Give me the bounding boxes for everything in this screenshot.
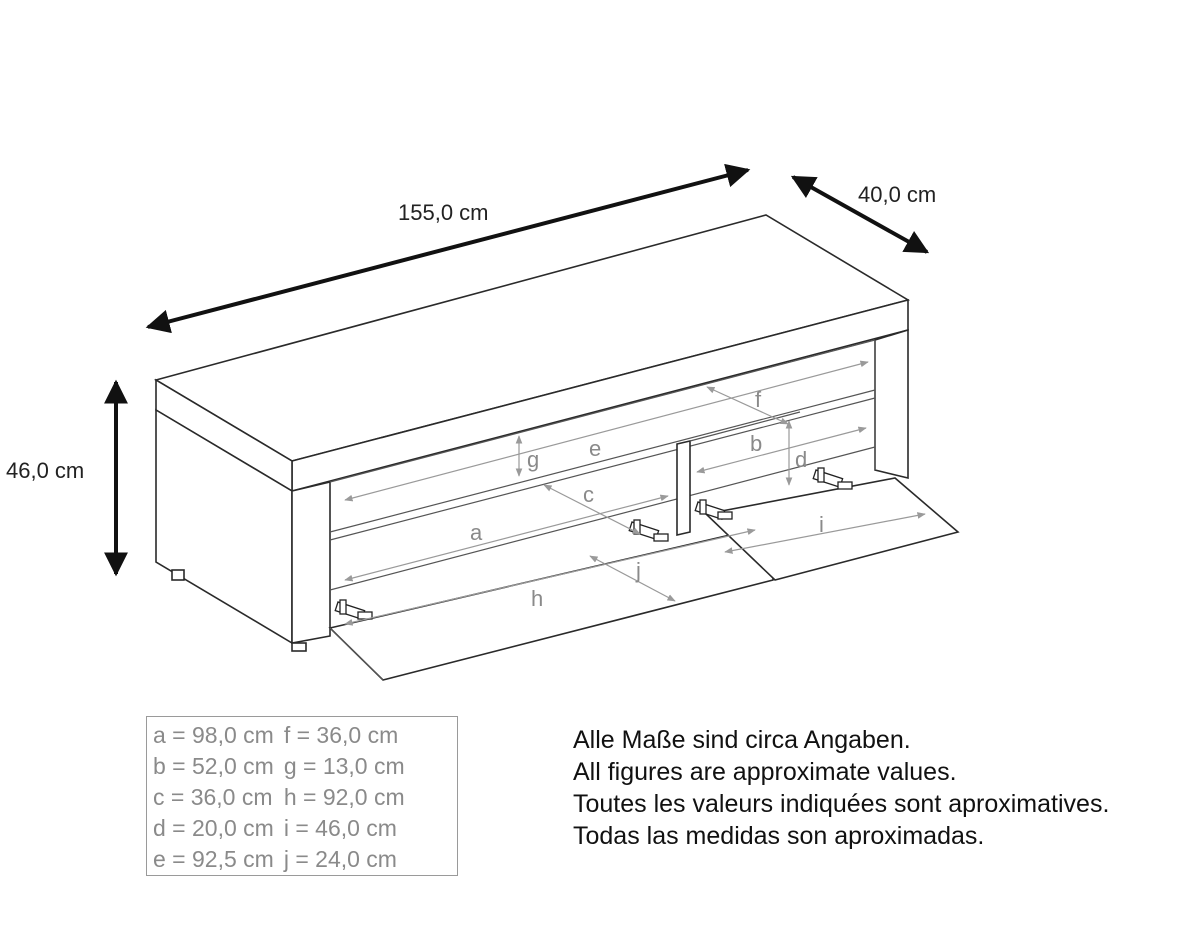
legend-cell: j = 24,0 cm — [283, 846, 397, 872]
legend-cell: h = 92,0 cm — [283, 784, 405, 810]
dimension-legend: a = 98,0 cm f = 36,0 cm b = 52,0 cm g = … — [146, 716, 458, 876]
legend-row: c = 36,0 cm h = 92,0 cm — [153, 782, 415, 813]
inner-dimension-lines — [344, 360, 926, 626]
legend-cell: a = 98,0 cm — [153, 722, 274, 748]
legend-cell: d = 20,0 cm — [153, 815, 274, 841]
height-dimension-label: 46,0 cm — [6, 458, 84, 483]
inner-label-j: j — [635, 558, 641, 583]
inner-label-e: e — [589, 436, 601, 461]
note-french: Toutes les valeurs indiquées sont aproxi… — [573, 790, 1110, 818]
drop-down-flaps — [328, 477, 960, 681]
legend-row: e = 92,5 cm j = 24,0 cm — [153, 844, 415, 875]
inner-label-a: a — [470, 520, 483, 545]
width-dimension-arrow — [145, 163, 751, 334]
inner-label-c: c — [583, 482, 594, 507]
legend-table: a = 98,0 cm f = 36,0 cm b = 52,0 cm g = … — [153, 720, 415, 875]
hinge-icon — [334, 599, 373, 621]
width-dimension-label: 155,0 cm — [398, 200, 489, 225]
approximation-notes: Alle Maße sind circa Angaben. All figure… — [573, 724, 1109, 852]
legend-row: d = 20,0 cm i = 46,0 cm — [153, 813, 415, 844]
note-english: All figures are approximate values. — [573, 758, 957, 786]
legend-cell: i = 46,0 cm — [283, 815, 397, 841]
legend-cell: g = 13,0 cm — [283, 753, 405, 779]
depth-dimension-arrow — [790, 175, 930, 254]
note-spanish: Todas las medidas son aproximadas. — [573, 822, 985, 850]
inner-label-f: f — [755, 387, 762, 412]
legend-row: a = 98,0 cm f = 36,0 cm — [153, 720, 415, 751]
legend-cell: f = 36,0 cm — [283, 722, 399, 748]
depth-dimension-label: 40,0 cm — [858, 182, 936, 207]
legend-cell: b = 52,0 cm — [153, 753, 274, 779]
inner-label-b: b — [750, 431, 762, 456]
hinge-icon — [628, 519, 669, 542]
inner-label-g: g — [527, 447, 539, 472]
inner-label-h: h — [531, 586, 543, 611]
legend-cell: c = 36,0 cm — [153, 784, 273, 810]
inner-label-d: d — [795, 447, 807, 472]
note-german: Alle Maße sind circa Angaben. — [573, 726, 911, 754]
legend-cell: e = 92,5 cm — [153, 846, 274, 872]
hinge-icon — [812, 467, 853, 490]
inner-label-i: i — [819, 512, 824, 537]
legend-row: b = 52,0 cm g = 13,0 cm — [153, 751, 415, 782]
